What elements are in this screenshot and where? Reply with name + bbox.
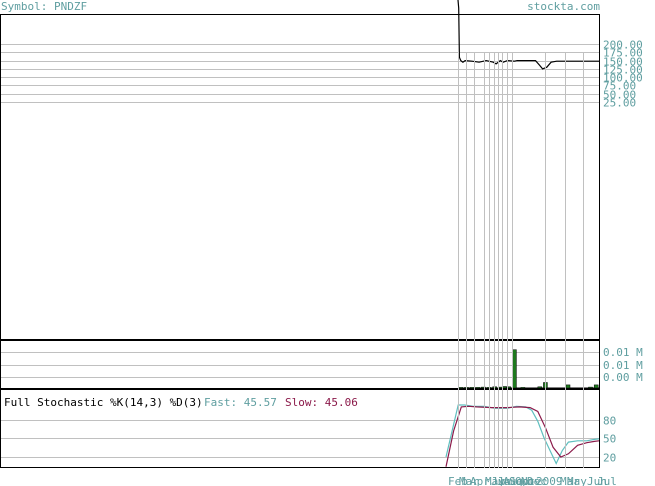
stochastic-tick-label: 20 [603, 452, 616, 465]
x-tick-label: Apr [470, 475, 490, 486]
price-axis-ticks: 200.00175.00150.00125.00100.0075.0050.00… [603, 39, 643, 110]
volume-bar [588, 386, 593, 389]
stochastic-series [445, 404, 600, 467]
stochastic-tick-label: 80 [603, 415, 616, 428]
x-tick-label: Nov [521, 475, 541, 486]
volume-grid [1, 352, 599, 378]
stochastic-grid [1, 420, 599, 458]
price-tick-label: 150.00 [603, 56, 643, 69]
x-tick-label: 2009 [536, 475, 563, 486]
price-tick-label: 125.00 [603, 64, 643, 77]
x-tick-label: Jul [497, 475, 517, 486]
x-tick-label: Oct [515, 475, 535, 486]
volume-bar [502, 386, 507, 389]
price-tick-label: 75.00 [603, 80, 636, 93]
price-tick-label: 100.00 [603, 72, 643, 85]
volume-bar [506, 386, 512, 389]
x-tick-label: Feb [448, 475, 468, 486]
x-tick-label: Sep [509, 475, 529, 486]
stochastic-axis-ticks: 80 50 20 [603, 415, 616, 465]
volume-bar [537, 386, 543, 389]
symbol-label: Symbol: PNDZF [1, 0, 88, 13]
stochastic-fast-value: Fast: 45.57 [204, 396, 277, 409]
volume-bar [593, 384, 599, 389]
price-grid [1, 44, 599, 103]
volume-bar [481, 386, 486, 389]
source-label: stockta.com [527, 0, 600, 13]
stochastic-title: Full Stochastic %K(14,3) %D(3) [4, 396, 203, 409]
stochastic-fast-line [445, 404, 600, 465]
price-tick-label: 50.00 [603, 89, 636, 102]
x-tick-label: Jul [597, 475, 617, 486]
stochastic-tick-label: 50 [603, 433, 616, 446]
x-tick-label: Jun [491, 475, 511, 486]
price-line [457, 0, 599, 70]
price-panel-frame [0, 14, 600, 340]
volume-bar [469, 387, 475, 389]
x-tick-label: Mar [459, 475, 479, 486]
stochastic-panel-frame [0, 389, 600, 468]
x-tick-label: Mar [560, 475, 580, 486]
stochastic-slow-value: Slow: 45.06 [285, 396, 358, 409]
volume-tick-label: 0.00 M [603, 371, 643, 384]
price-series [457, 0, 599, 70]
x-tick-label: Jun [587, 475, 607, 486]
stochastic-slow-line [445, 405, 600, 467]
x-tick-label: Dec [527, 475, 547, 486]
price-tick-label: 200.00 [603, 39, 643, 52]
vertical-grid [458, 52, 584, 468]
x-axis-ticks: FebMarAprMayJunJulAugSepOctNovDec2009Mar… [448, 475, 617, 486]
volume-tick-label: 0.01 M [603, 346, 643, 359]
x-tick-label: May [567, 475, 587, 486]
volume-bars [458, 349, 599, 389]
volume-panel-frame [0, 340, 600, 389]
volume-bar [475, 387, 480, 389]
price-tick-label: 175.00 [603, 47, 643, 60]
price-tick-label: 25.00 [603, 97, 636, 110]
x-tick-label: Aug [503, 475, 523, 486]
volume-tick-label: 0.01 M [603, 359, 643, 372]
volume-bar [520, 387, 526, 389]
volume-bar [458, 387, 464, 389]
x-tick-label: May [485, 475, 505, 486]
volume-bar [565, 384, 571, 389]
volume-axis-ticks: 0.01 M0.01 M0.00 M [603, 346, 643, 384]
